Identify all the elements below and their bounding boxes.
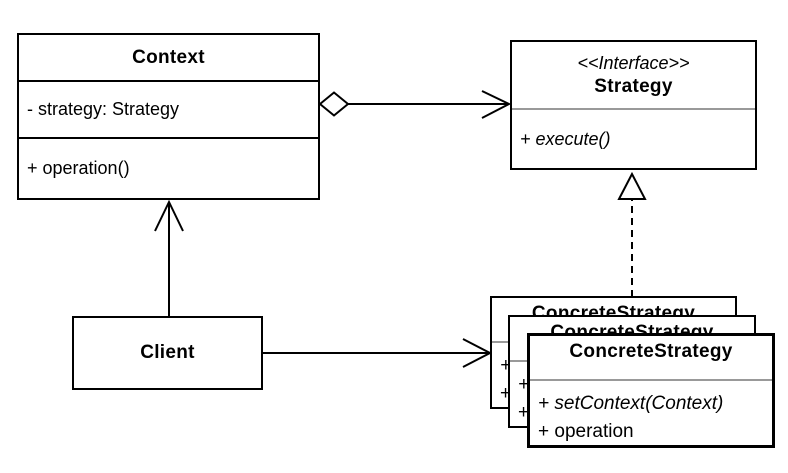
realization-connector-concretestrategy-strategy [617,171,647,297]
class-title-strategy: Strategy [594,76,673,97]
operation-operation: + operation [538,421,634,442]
strategy-operations-compartment: + execute() [512,108,755,168]
attribute-strategy: - strategy: Strategy [27,99,180,119]
class-title-client: Client [140,342,195,363]
class-title-concrete-strategy: ConcreteStrategy [530,336,772,381]
class-box-strategy: <<Interface>> Strategy + execute() [510,40,757,170]
strategy-title-compartment: <<Interface>> Strategy [512,42,755,108]
operation-operation: + operation() [27,158,130,178]
hollow-triangle-icon [617,171,647,200]
class-box-concrete-strategy-front: ConcreteStrategy + setContext(Context) +… [527,333,775,448]
open-arrowhead-icon [481,90,512,119]
operation-execute: + execute() [520,128,611,149]
association-connector-client-concretestrategy [263,338,493,368]
class-box-context: Context - strategy: Strategy + operation… [17,33,320,200]
aggregation-connector-context-strategy [318,90,512,119]
operation-set-context: + setContext(Context) [538,393,724,414]
context-attributes-compartment: - strategy: Strategy [19,80,318,137]
open-diamond-icon [318,91,350,117]
class-title-context: Context [132,46,205,68]
class-box-client: Client [72,316,263,390]
concrete-strategy-operations-compartment: + setContext(Context) + operation [530,381,772,446]
open-arrowhead-icon [154,199,184,232]
context-operations-compartment: + operation() [19,137,318,198]
open-arrowhead-icon [462,338,493,368]
stereotype-interface: <<Interface>> [577,53,690,73]
association-connector-client-context [154,199,184,316]
